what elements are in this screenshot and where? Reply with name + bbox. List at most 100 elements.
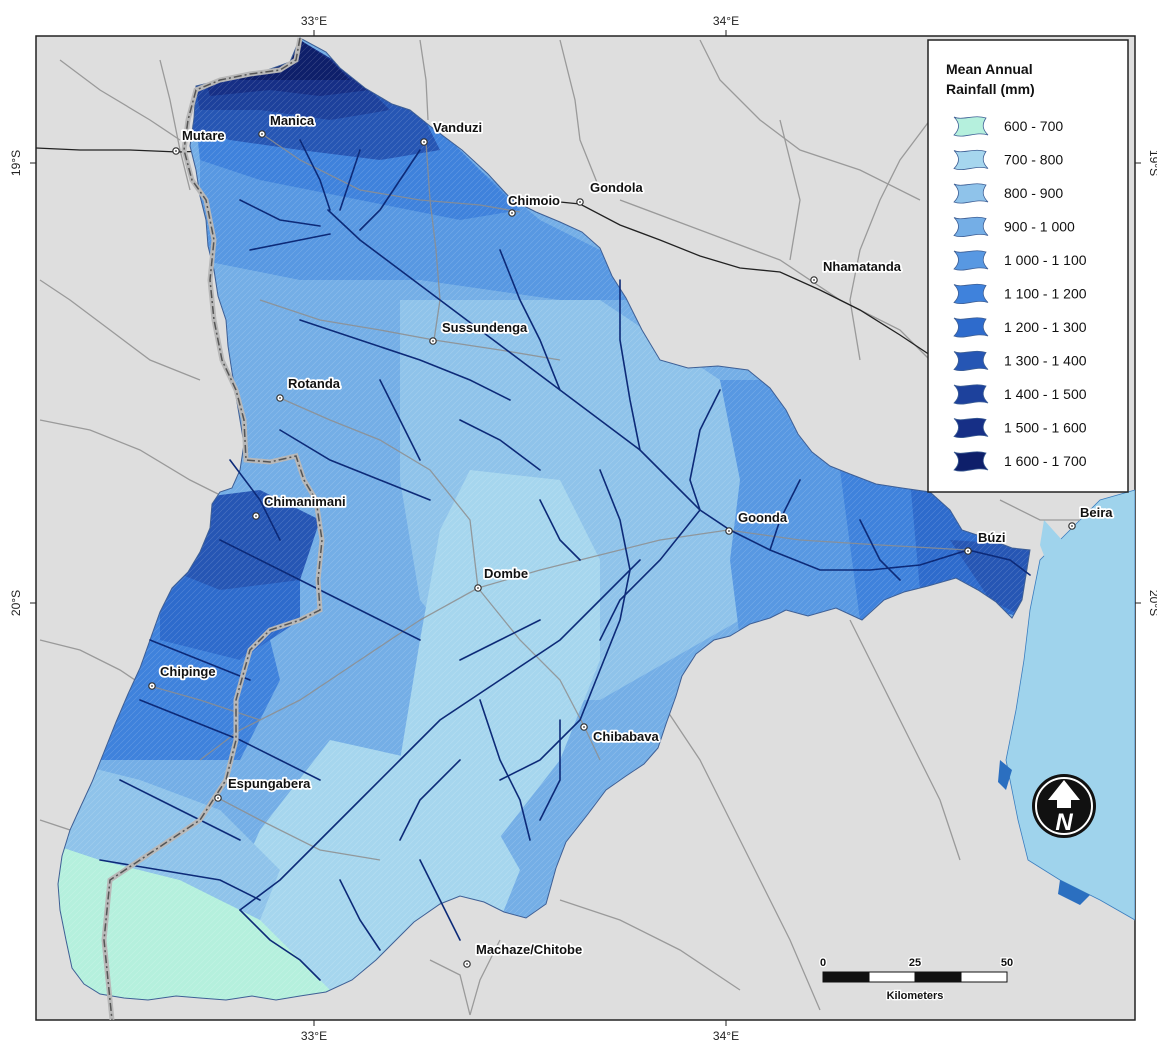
north-arrow-icon: N: [1032, 774, 1096, 838]
town-beira: Beira: [1068, 503, 1115, 530]
town-marker-dot: [279, 397, 281, 399]
legend-item: 700 - 800: [953, 149, 1063, 171]
legend-title-line2: Rainfall (mm): [946, 81, 1035, 97]
international-border: [101, 37, 325, 1020]
legend-swatch: [953, 384, 989, 405]
town-label: Chipinge: [160, 664, 216, 679]
legend-swatch: [953, 149, 989, 171]
legend-label: 800 - 900: [1004, 185, 1063, 201]
town-marker-dot: [583, 726, 585, 728]
legend-item: 800 - 900: [953, 183, 1063, 204]
graticule-label-bottom-34: 34°E: [713, 1029, 739, 1043]
legend-label: 1 400 - 1 500: [1004, 386, 1087, 402]
legend-item: 1 400 - 1 500: [953, 384, 1087, 405]
town-marker-dot: [151, 685, 153, 687]
town-rotanda: Rotanda: [276, 374, 343, 402]
town-mutare: Mutare: [172, 126, 226, 155]
town-b-zi: Búzi: [964, 528, 1007, 555]
legend-item: 1 600 - 1 700: [953, 451, 1087, 472]
legend-item: 900 - 1 000: [953, 216, 1075, 238]
town-label: Mutare: [182, 128, 225, 143]
legend-label: 1 500 - 1 600: [1004, 420, 1087, 436]
town-marker-dot: [466, 963, 468, 965]
graticule-label-left-20: 20°S: [9, 590, 23, 616]
town-label: Chibabava: [593, 729, 660, 744]
legend-swatch: [953, 283, 989, 305]
legend-label: 900 - 1 000: [1004, 219, 1075, 235]
legend-item: 1 100 - 1 200: [953, 283, 1087, 305]
coast-islands: [998, 760, 1090, 905]
graticule-label-top-34: 34°E: [713, 14, 739, 28]
town-label: Chimoio: [508, 193, 560, 208]
estuary: [1040, 520, 1070, 575]
town-label: Dombe: [484, 566, 528, 581]
graticule-label-left-19: 19°S: [9, 150, 23, 176]
graticule-label-bottom-33: 33°E: [301, 1029, 327, 1043]
legend-swatch: [953, 183, 989, 204]
town-label: Nhamatanda: [823, 259, 902, 274]
legend-swatch: [953, 417, 989, 439]
legend-swatch: [953, 250, 989, 271]
rivers: [99, 139, 1031, 981]
legend-label: 600 - 700: [1004, 118, 1063, 134]
town-marker-dot: [579, 201, 581, 203]
town-label: Machaze/Chitobe: [476, 942, 582, 957]
scale-bar: 0 25 50 Kilometers: [819, 956, 1015, 1004]
legend-swatch: [953, 350, 989, 372]
town-dombe: Dombe: [474, 564, 530, 592]
town-gondola: Gondola: [576, 178, 645, 206]
graticule-label-top-33: 33°E: [301, 14, 327, 28]
town-chibabava: Chibabava: [580, 723, 661, 746]
town-label: Manica: [270, 113, 315, 128]
town-chimoio: Chimoio: [506, 191, 562, 217]
legend-item: 1 300 - 1 400: [953, 350, 1087, 372]
railway: [36, 147, 931, 356]
town-marker-dot: [217, 797, 219, 799]
north-arrow-letter: N: [1055, 809, 1073, 836]
legend-item: 600 - 700: [953, 116, 1063, 137]
town-marker-dot: [1071, 525, 1073, 527]
town-marker-dot: [423, 141, 425, 143]
town-label: Gondola: [590, 180, 643, 195]
town-marker-dot: [967, 550, 969, 552]
legend-label: 1 200 - 1 300: [1004, 319, 1087, 335]
legend-label: 700 - 800: [1004, 152, 1063, 168]
town-marker-dot: [261, 133, 263, 135]
town-marker-dot: [511, 212, 513, 214]
town-label: Sussundenga: [442, 320, 528, 335]
graticule-ticks: [30, 30, 1141, 1026]
town-marker-dot: [255, 515, 257, 517]
town-marker-dot: [813, 279, 815, 281]
town-label: Vanduzi: [433, 120, 482, 135]
scale-unit: Kilometers: [887, 990, 944, 1002]
town-vanduzi: Vanduzi: [420, 118, 484, 146]
town-nhamatanda: Nhamatanda: [810, 257, 904, 284]
legend-label: 1 600 - 1 700: [1004, 453, 1087, 469]
town-marker-dot: [432, 340, 434, 342]
town-label: Beira: [1080, 505, 1113, 520]
town-marker-dot: [477, 587, 479, 589]
legend-label: 1 100 - 1 200: [1004, 286, 1087, 302]
legend-swatch: [953, 451, 989, 472]
town-marker-dot: [175, 150, 177, 152]
legend-item: 1 500 - 1 600: [953, 417, 1087, 439]
town-machaze-chitobe: Machaze/Chitobe: [463, 940, 584, 968]
town-label: Búzi: [978, 530, 1005, 545]
graticule-label-right-19: 19°S: [1147, 150, 1157, 176]
legend-swatch: [953, 216, 989, 238]
scale-tick-25: 25: [909, 957, 921, 969]
town-sussundenga: Sussundenga: [429, 318, 530, 345]
legend-item: 1 000 - 1 100: [953, 250, 1087, 271]
town-label: Espungabera: [228, 776, 311, 791]
legend-swatch: [953, 116, 989, 137]
town-label: Goonda: [738, 510, 788, 525]
town-chipinge: Chipinge: [148, 662, 217, 690]
town-goonda: Goonda: [725, 508, 790, 535]
town-marker-dot: [728, 530, 730, 532]
town-manica: Manica: [258, 111, 317, 138]
town-espungabera: Espungabera: [214, 774, 313, 802]
scale-tick-0: 0: [820, 957, 826, 969]
